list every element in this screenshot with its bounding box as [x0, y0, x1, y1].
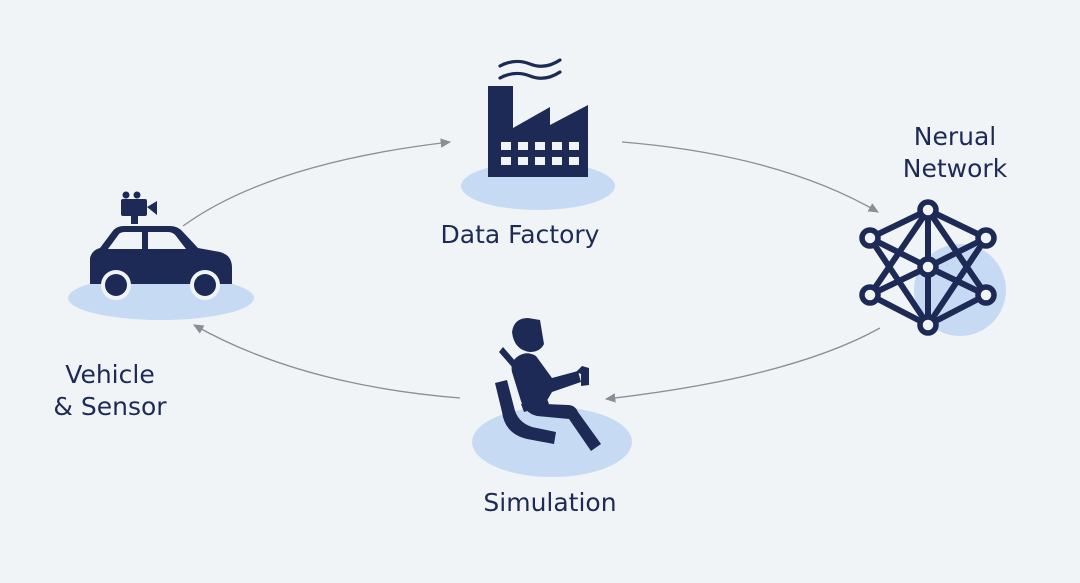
vehicle-sensor-label: Vehicle & Sensor — [30, 359, 190, 423]
neural-network-icon — [859, 199, 997, 336]
factory-icon — [488, 58, 588, 177]
neural-network-label: Nerual Network — [860, 121, 1050, 185]
vehicle-sensor-label-line2: & Sensor — [53, 392, 167, 421]
arrow-simulation-to-vehicle — [192, 324, 461, 399]
simulation-label: Simulation — [483, 488, 617, 517]
arrow-network-to-simulation — [604, 327, 881, 403]
vehicle-sensor-label-line1: Vehicle — [65, 360, 155, 389]
neural-network-label-line1: Nerual — [913, 122, 997, 151]
arrow-vehicle-to-factory — [182, 138, 452, 227]
arrow-factory-to-network — [621, 141, 880, 213]
car-with-camera-icon — [90, 191, 232, 300]
driver-seat-icon — [495, 318, 601, 451]
neural-network-label-line2: Network — [902, 154, 1008, 183]
data-factory-label: Data Factory — [440, 220, 600, 249]
